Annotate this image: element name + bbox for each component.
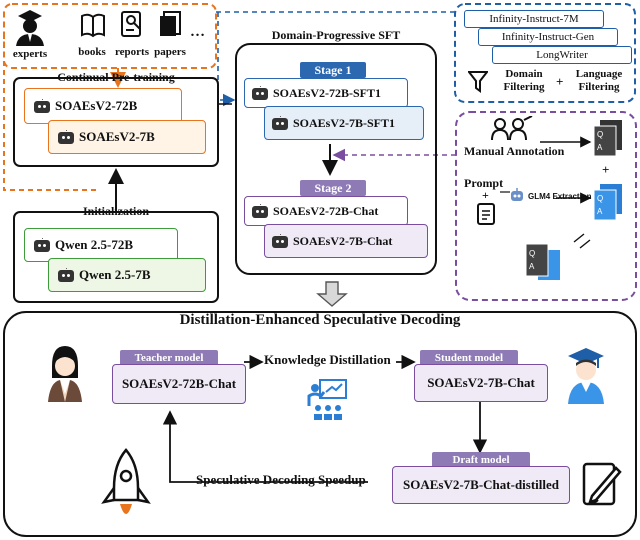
glm-robot-icon [508,186,526,204]
robot-icon [251,202,269,220]
rocket-icon [100,448,152,526]
svg-text:Q: Q [597,194,603,203]
domain-filtering-label: Domain Filtering [503,68,545,93]
svg-text:Q: Q [529,249,535,258]
draft-model-box: SOAEsV2-7B-Chat-distilled [392,466,570,504]
stage2-model-small: SOAEsV2-7B-Chat [264,224,428,258]
robot-icon [57,266,75,284]
teacher-avatar-icon [44,344,86,402]
stage1-tag: Stage 1 [300,62,366,78]
dataset-item-1: Infinity-Instruct-Gen [478,28,618,46]
stage1-model-small: SOAEsV2-7B-SFT1 [264,106,424,140]
source-label-experts: experts [12,48,48,60]
init-model-small: Qwen 2.5-7B [48,258,206,292]
svg-text:A: A [597,207,603,216]
filter-plus: + [556,74,564,89]
prompt-plus: + [482,188,489,202]
distillation-title: Distillation-Enhanced Speculative Decodi… [179,312,461,328]
robot-icon [33,97,51,115]
dataset-item-2: LongWriter [492,46,632,64]
initialization-title: Initialization [82,204,149,218]
robot-icon [57,128,75,146]
stage2-model-large: SOAEsV2-72B-Chat [244,196,408,226]
pretraining-model-large: SOAEsV2-72B [24,88,182,124]
report-icon [120,10,144,38]
student-model-box: SOAEsV2-7B-Chat [414,364,548,402]
source-label-books: books [78,46,106,58]
sft-title: Domain-Progressive SFT [271,28,401,42]
annotation-plus: + [602,162,610,177]
draft-tag: Draft model [432,452,530,468]
manual-annotation-label: Manual Annotation [464,144,565,158]
graduate-avatar-icon [566,344,606,404]
init-model-large-label: Qwen 2.5-72B [55,237,133,252]
paper-icon [158,10,182,38]
pretraining-model-small-label: SOAEsV2-7B [79,129,155,144]
svg-text:A: A [529,262,535,271]
teacher-tag: Teacher model [120,350,218,366]
student-tag: Student model [420,350,518,366]
dataset-item-0: Infinity-Instruct-7M [464,10,604,28]
init-model-small-label: Qwen 2.5-7B [79,267,151,282]
glm-extraction-label: GLM4 Extraction [528,192,592,201]
stage2-tag: Stage 2 [300,180,366,196]
more-sources-ellipsis: … [190,24,205,40]
document-icon [476,202,496,226]
source-label-reports: reports [114,46,149,58]
language-filtering-label: Language Filtering [575,68,623,93]
annotators-icon [490,115,534,142]
expert-icon [12,8,48,46]
teacher-model-box: SOAEsV2-72B-Chat [112,364,246,404]
source-label-papers: papers [154,46,186,58]
pretraining-model-small: SOAEsV2-7B [48,120,206,154]
pretraining-model-large-label: SOAEsV2-72B [55,98,138,113]
book-icon [80,12,106,38]
stage1-model-small-label: SOAEsV2-7B-SFT1 [293,115,396,130]
prompt-label: Prompt [464,176,504,190]
kd-label: Knowledge Distillation [264,352,391,367]
speedup-label: Speculative Decoding Speedup [196,472,366,487]
robot-icon [271,114,289,132]
stage1-model-large: SOAEsV2-72B-SFT1 [244,78,408,108]
stage2-model-large-label: SOAEsV2-72B-Chat [273,203,379,218]
write-icon [582,460,622,508]
stage1-model-large-label: SOAEsV2-72B-SFT1 [273,85,382,100]
robot-icon [271,232,289,250]
filter-icon [466,70,490,94]
robot-icon [251,84,269,102]
svg-text:Q: Q [597,130,603,139]
stage2-model-small-label: SOAEsV2-7B-Chat [293,233,393,248]
pretraining-title: Continual Pre-training [57,70,175,84]
svg-text:A: A [597,143,603,152]
robot-icon [33,236,51,254]
training-icon [306,378,350,420]
init-model-large: Qwen 2.5-72B [24,228,178,262]
